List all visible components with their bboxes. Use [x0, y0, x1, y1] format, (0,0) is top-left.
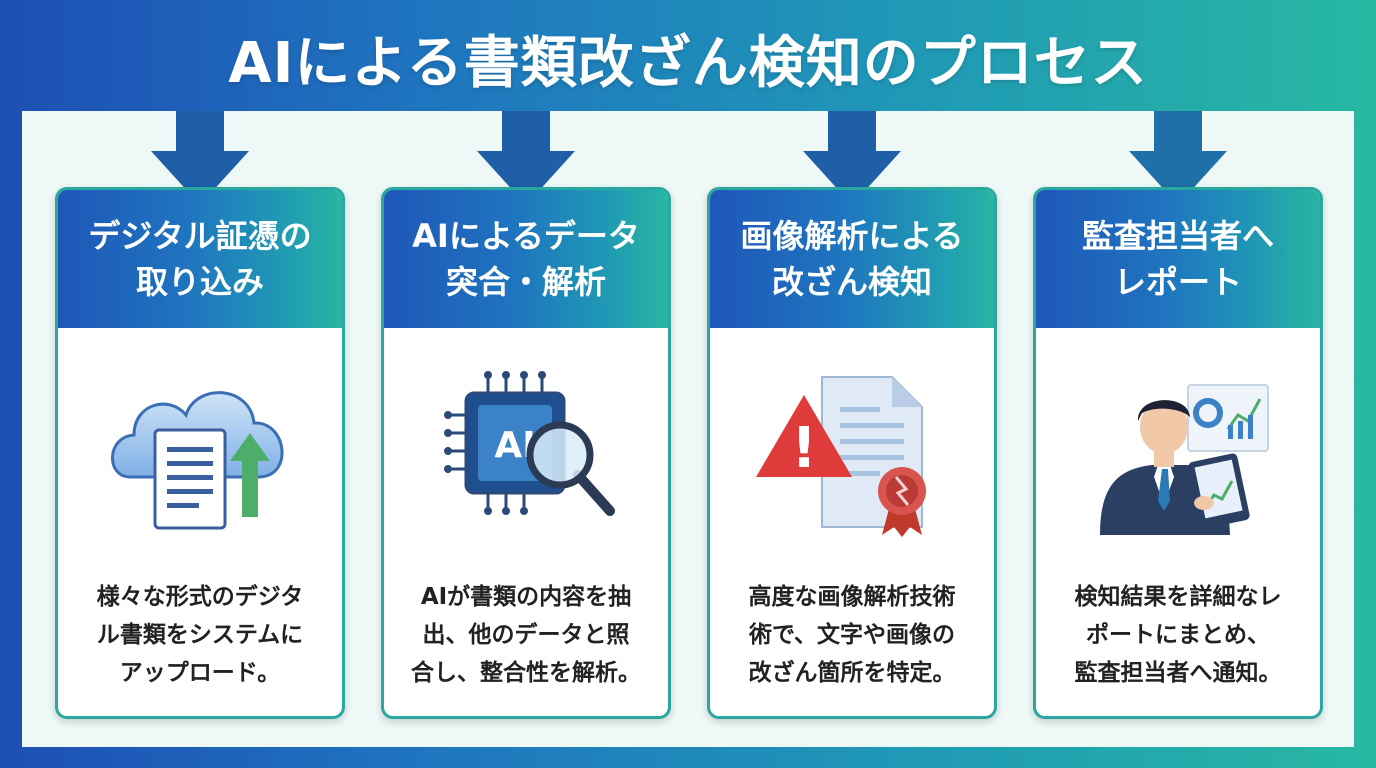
step-2-desc-line-3: 合し、整合性を解析。: [411, 660, 641, 686]
step-4-title-line-2: レポート: [1113, 263, 1242, 301]
step-4-title-line-1: 監査担当者へ: [1081, 217, 1274, 255]
step-1-header: デジタル証憑の 取り込み: [58, 190, 342, 328]
step-1-description: 様々な形式のデジタ ル書類をシステムに アップロード。: [68, 578, 332, 692]
step-1-desc-line-2: ル書類をシステムに: [96, 622, 304, 648]
warning-mark: !: [791, 416, 817, 481]
step-3-header: 画像解析による 改ざん検知: [710, 190, 994, 328]
step-2-down-arrow: [477, 111, 575, 205]
step-3-description: 高度な画像解析技術 術で、文字や画像の 改ざん箇所を特定。: [720, 578, 984, 692]
step-4-down-arrow: [1129, 111, 1227, 205]
step-1-desc-line-3: アップロード。: [119, 660, 281, 686]
step-3-title-line-2: 改ざん検知: [771, 263, 932, 301]
step-card-2: AIによるデータ 突合・解析 AI AIが書類の内容を: [381, 187, 671, 719]
step-4-description: 検知結果を詳細なレ ポートにまとめ、 監査担当者へ通知。: [1046, 578, 1310, 692]
step-2-title-line-2: 突合・解析: [445, 263, 606, 301]
page-title: AIによる書類改ざん検知のプロセス: [228, 31, 1148, 96]
step-1-title-line-1: デジタル証憑の: [88, 217, 312, 255]
step-3-down-arrow: [803, 111, 901, 205]
step-card-3: 画像解析による 改ざん検知 ! 高度な画像解析技術 術で、文字や画像の 改ざん箇…: [707, 187, 997, 719]
step-4-desc-line-2: ポートにまとめ、: [1086, 622, 1270, 648]
step-1-down-arrow: [151, 111, 249, 205]
step-2-description: AIが書類の内容を抽 出、他のデータと照 合し、整合性を解析。: [394, 578, 658, 692]
step-2-title-line-1: AIによるデータ: [412, 217, 640, 255]
auditor-report-icon: [1036, 350, 1320, 560]
document-warning-icon: !: [710, 350, 994, 560]
step-1-title-line-2: 取り込み: [135, 263, 264, 301]
step-2-header: AIによるデータ 突合・解析: [384, 190, 668, 328]
step-card-4: 監査担当者へ レポート 検知結果を詳細なレ ポートにまとめ、 監査担当者へ通知。: [1033, 187, 1323, 719]
step-3-desc-line-2: 術で、文字や画像の: [748, 622, 956, 648]
step-2-desc-line-2: 出、他のデータと照: [422, 622, 630, 648]
cloud-upload-icon: [58, 350, 342, 560]
step-4-desc-line-3: 監査担当者へ通知。: [1074, 660, 1282, 686]
step-2-desc-line-1: AIが書類の内容を抽: [420, 584, 632, 610]
step-1-desc-line-1: 様々な形式のデジタ: [96, 584, 304, 610]
step-3-desc-line-1: 高度な画像解析技術: [748, 584, 956, 610]
step-3-desc-line-3: 改ざん箇所を特定。: [748, 660, 956, 686]
ai-chip-magnifier-icon: AI: [384, 350, 668, 560]
step-4-header: 監査担当者へ レポート: [1036, 190, 1320, 328]
step-card-1: デジタル証憑の 取り込み 様々な形式のデジタ ル書類をシステムに アップロード。: [55, 187, 345, 719]
step-4-desc-line-1: 検知結果を詳細なレ: [1074, 584, 1282, 610]
step-3-title-line-1: 画像解析による: [740, 217, 964, 255]
